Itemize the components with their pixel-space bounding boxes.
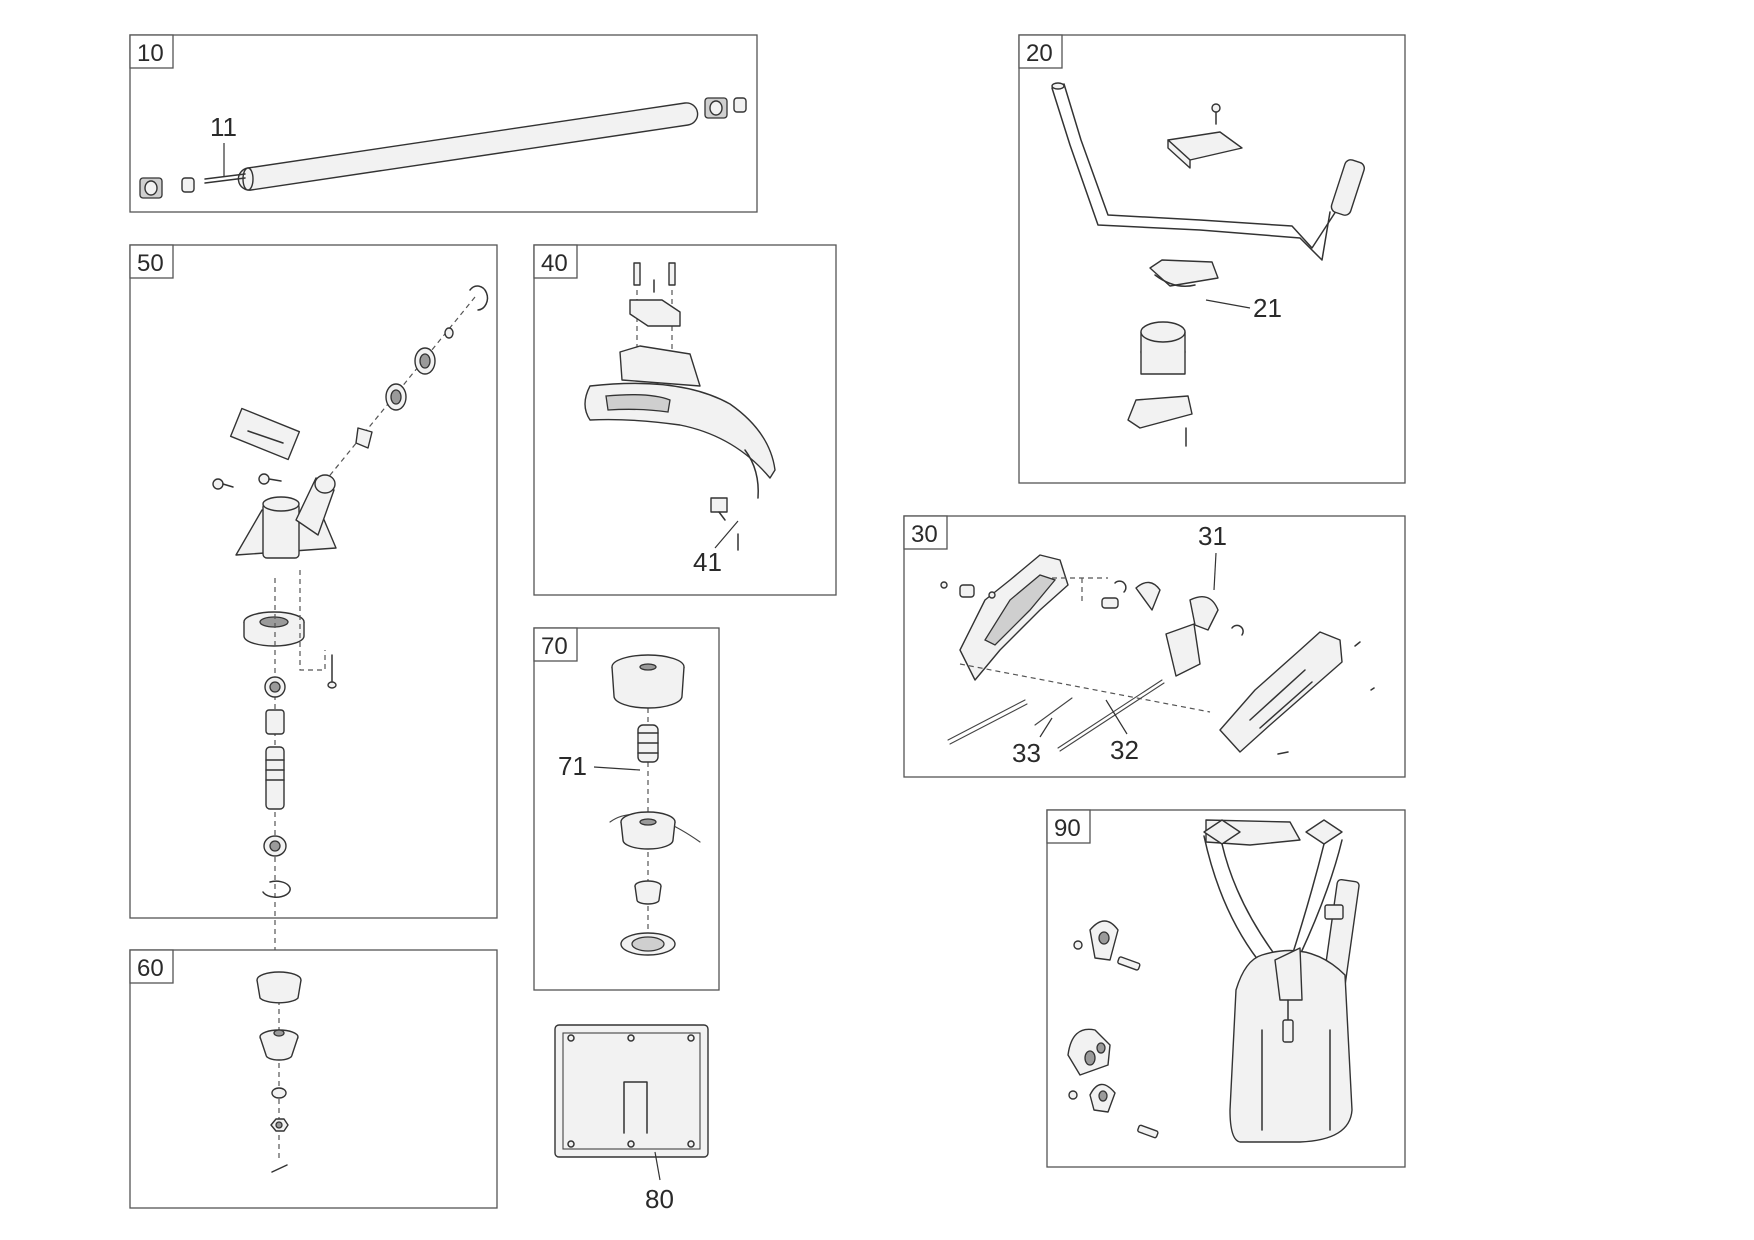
panel-70[interactable]: 70 71 — [533, 627, 720, 991]
callout-31: 31 — [1198, 521, 1227, 551]
panel-10-number: 10 — [137, 40, 164, 67]
callout-71: 71 — [558, 751, 587, 781]
callout-11: 11 — [210, 112, 237, 142]
callout-21: 21 — [1253, 293, 1282, 323]
panel-80: 80 — [554, 1024, 709, 1214]
panel-90[interactable]: 90 — [1046, 809, 1406, 1168]
callout-41: 41 — [693, 547, 722, 577]
panel-90-number: 90 — [1054, 815, 1081, 842]
callout-80: 80 — [645, 1184, 674, 1214]
handlebar-assembly — [1051, 82, 1365, 447]
panel-20-number: 20 — [1026, 40, 1053, 67]
shaft-tube — [139, 97, 747, 199]
panel-40[interactable]: 40 41 — [533, 244, 837, 596]
guard-assembly — [584, 262, 776, 551]
callout-33: 33 — [1012, 738, 1041, 768]
flange-stack — [256, 971, 302, 1173]
panel-60[interactable]: 60 — [129, 949, 498, 1209]
panel-30[interactable]: 30 31 — [903, 515, 1406, 778]
panel-10[interactable]: 10 11 — [129, 34, 758, 213]
trimmer-head — [609, 654, 701, 956]
gear-head-assembly — [212, 285, 489, 1020]
panel-50-number: 50 — [137, 250, 164, 277]
panel-40-number: 40 — [541, 250, 568, 277]
panel-70-number: 70 — [541, 633, 568, 660]
panel-60-number: 60 — [137, 955, 164, 982]
panel-30-number: 30 — [911, 521, 938, 548]
panel-20[interactable]: 20 21 — [1018, 34, 1406, 484]
harness-assembly — [1067, 819, 1360, 1143]
panel-50[interactable]: 50 — [129, 244, 498, 1020]
throttle-handle-assembly — [940, 554, 1375, 755]
callout-32: 32 — [1110, 735, 1139, 765]
